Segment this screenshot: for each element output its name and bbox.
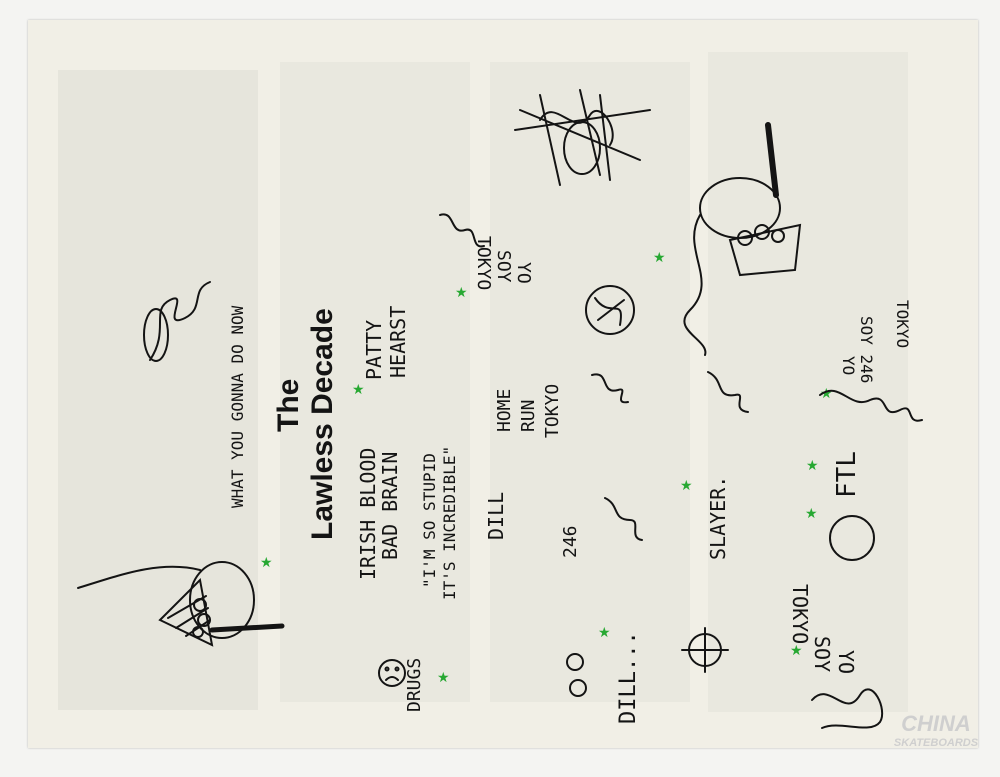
brand-logo: CHINA SKATEBOARDS xyxy=(880,712,992,770)
tag-scribble xyxy=(439,213,485,248)
crossed-scribble-doodle xyxy=(514,89,651,186)
ghost-panel xyxy=(708,52,908,712)
green-star-icon: ★ xyxy=(790,642,803,658)
green-star-icon: ★ xyxy=(820,385,833,401)
green-star-icon: ★ xyxy=(806,457,819,473)
green-star-icon: ★ xyxy=(437,669,450,685)
green-star-icon: ★ xyxy=(260,554,273,570)
ghost-panel xyxy=(280,62,470,702)
green-star-icon: ★ xyxy=(598,624,611,640)
character-doodle-right xyxy=(683,122,802,356)
green-star-icon: ★ xyxy=(653,249,666,265)
squiggle-doodle xyxy=(143,281,211,362)
green-star-icon: ★ xyxy=(680,477,693,493)
tag-scribble xyxy=(819,389,923,422)
tag-scribble xyxy=(707,371,749,413)
frown-face-doodle xyxy=(378,659,406,687)
eyes-doodle xyxy=(566,653,587,697)
tag-scribble xyxy=(604,497,643,541)
tag-scribble xyxy=(811,688,884,729)
ghost-panel xyxy=(490,62,690,702)
tag-scribble xyxy=(591,373,629,404)
circled-scribble-doodle xyxy=(585,285,635,335)
ghost-panel xyxy=(58,70,258,710)
brand-logo-line1: CHINA xyxy=(901,711,971,736)
green-star-icon: ★ xyxy=(805,505,818,521)
brand-logo-line2: SKATEBOARDS xyxy=(893,737,979,749)
green-star-icon: ★ xyxy=(455,284,468,300)
character-doodle-left xyxy=(77,561,285,647)
green-star-icon: ★ xyxy=(352,381,365,397)
crosshair-doodle xyxy=(681,627,729,673)
ftl-circle-doodle xyxy=(829,515,875,561)
